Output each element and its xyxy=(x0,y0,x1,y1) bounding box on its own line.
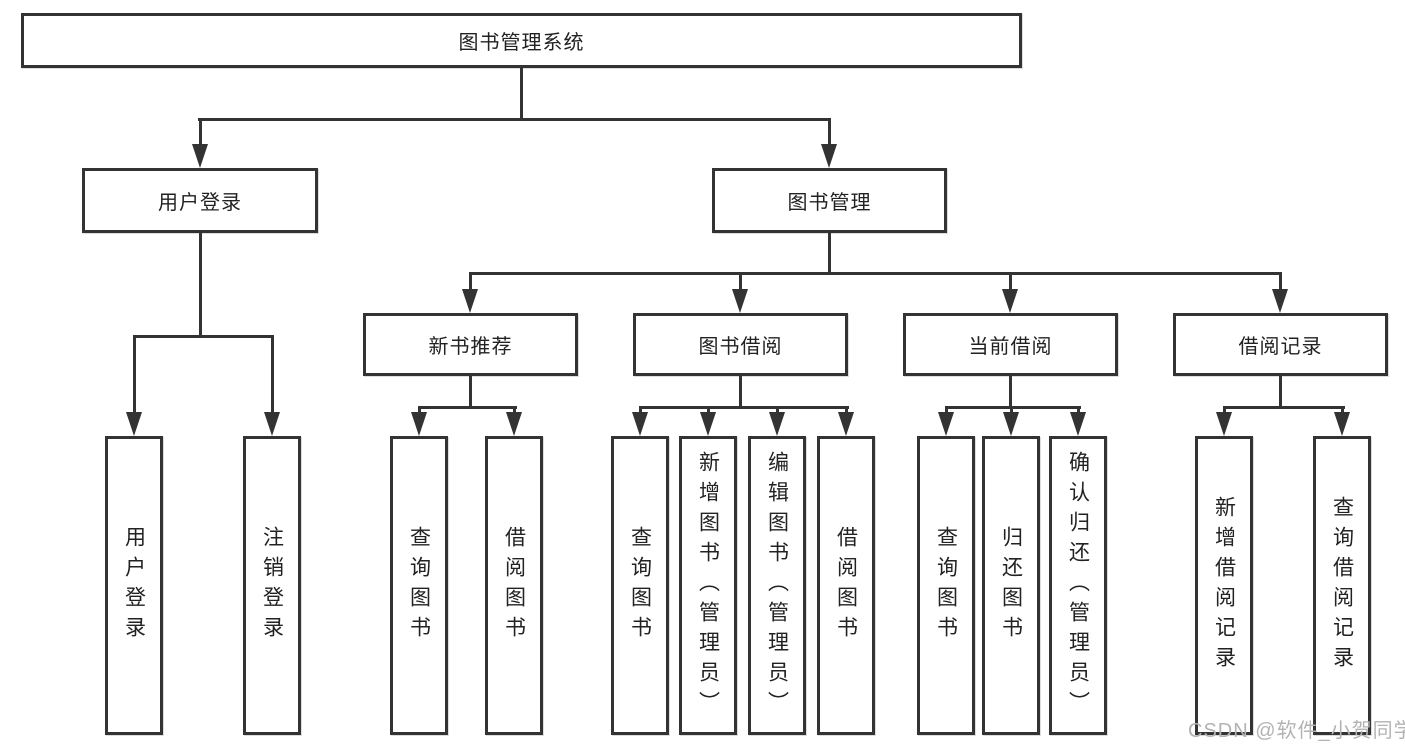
leaf-return-books-label: 归还图书 xyxy=(999,525,1023,646)
node-new-book-recommend-label: 新书推荐 xyxy=(428,336,513,358)
tree-line xyxy=(469,374,472,409)
node-current-borrow: 当前借阅 xyxy=(903,313,1118,376)
node-book-management: 图书管理 xyxy=(712,168,947,233)
leaf-query-books-current-label: 查询图书 xyxy=(934,525,958,646)
tree-line xyxy=(418,406,517,409)
tree-line xyxy=(1009,374,1012,409)
leaf-return-books: 归还图书 xyxy=(982,436,1040,735)
arrowhead-down-icon xyxy=(1334,412,1350,436)
leaf-query-books-current: 查询图书 xyxy=(917,436,975,735)
leaf-add-books-admin: 新增图书（管理员） xyxy=(679,436,737,735)
node-current-borrow-label: 当前借阅 xyxy=(968,336,1053,358)
tree-line xyxy=(639,406,849,409)
tree-line xyxy=(199,120,202,148)
node-root-label: 图书管理系统 xyxy=(458,32,585,54)
tree-line xyxy=(739,274,742,292)
csdn-watermark: CSDN @软件_小贺同学 xyxy=(1188,720,1405,742)
node-borrow-records-label: 借阅记录 xyxy=(1238,336,1323,358)
tree-line xyxy=(828,120,831,148)
arrowhead-down-icon xyxy=(938,412,954,436)
tree-line xyxy=(198,118,831,121)
arrowhead-down-icon xyxy=(1272,289,1288,313)
tree-line xyxy=(133,335,274,338)
arrowhead-down-icon xyxy=(732,289,748,313)
leaf-add-books-admin-label: 新增图书（管理员） xyxy=(696,450,720,721)
leaf-edit-books-admin-label: 编辑图书（管理员） xyxy=(765,450,789,721)
node-new-book-recommend: 新书推荐 xyxy=(363,313,578,376)
leaf-user-login-label: 用户登录 xyxy=(122,525,146,646)
arrowhead-down-icon xyxy=(1002,289,1018,313)
leaf-query-books-borrow-label: 查询图书 xyxy=(628,525,652,646)
leaf-borrow-books-label: 借阅图书 xyxy=(834,525,858,646)
node-borrow-records: 借阅记录 xyxy=(1173,313,1388,376)
tree-line xyxy=(271,337,274,415)
arrowhead-down-icon xyxy=(700,412,716,436)
tree-line xyxy=(1223,406,1345,409)
node-user-login: 用户登录 xyxy=(82,168,318,233)
arrowhead-down-icon xyxy=(632,412,648,436)
leaf-query-books-borrow: 查询图书 xyxy=(611,436,669,735)
tree-line xyxy=(1279,374,1282,409)
arrowhead-down-icon xyxy=(1216,412,1232,436)
arrowhead-down-icon xyxy=(821,144,837,168)
tree-line xyxy=(1009,274,1012,292)
leaf-user-login: 用户登录 xyxy=(105,436,163,735)
leaf-edit-books-admin: 编辑图书（管理员） xyxy=(748,436,806,735)
leaf-borrow-books: 借阅图书 xyxy=(817,436,875,735)
node-user-login-label: 用户登录 xyxy=(158,192,242,214)
leaf-borrow-books-recommend-label: 借阅图书 xyxy=(502,525,526,646)
leaf-query-borrow-record-label: 查询借阅记录 xyxy=(1330,495,1354,676)
node-book-borrow-label: 图书借阅 xyxy=(698,336,783,358)
node-book-management-label: 图书管理 xyxy=(787,192,872,214)
leaf-borrow-books-recommend: 借阅图书 xyxy=(485,436,543,735)
arrowhead-down-icon xyxy=(769,412,785,436)
arrowhead-down-icon xyxy=(1003,412,1019,436)
arrowhead-down-icon xyxy=(264,412,280,436)
node-book-borrow: 图书借阅 xyxy=(633,313,848,376)
arrowhead-down-icon xyxy=(411,412,427,436)
tree-line xyxy=(469,272,1282,275)
arrowhead-down-icon xyxy=(126,412,142,436)
arrowhead-down-icon xyxy=(838,412,854,436)
tree-line xyxy=(133,337,136,415)
leaf-confirm-return-admin-label: 确认归还（管理员） xyxy=(1066,450,1090,721)
arrowhead-down-icon xyxy=(192,144,208,168)
leaf-logout: 注销登录 xyxy=(243,436,301,735)
leaf-query-borrow-record: 查询借阅记录 xyxy=(1313,436,1371,735)
arrowhead-down-icon xyxy=(1070,412,1086,436)
arrowhead-down-icon xyxy=(462,289,478,313)
leaf-confirm-return-admin: 确认归还（管理员） xyxy=(1049,436,1107,735)
leaf-query-books-recommend-label: 查询图书 xyxy=(407,525,431,646)
tree-line xyxy=(828,231,831,274)
tree-line xyxy=(739,374,742,409)
tree-line xyxy=(1279,274,1282,292)
leaf-add-borrow-record: 新增借阅记录 xyxy=(1195,436,1253,735)
tree-line xyxy=(520,66,523,120)
tree-line xyxy=(945,406,1081,409)
leaf-logout-label: 注销登录 xyxy=(260,525,284,646)
node-root: 图书管理系统 xyxy=(21,13,1022,68)
leaf-add-borrow-record-label: 新增借阅记录 xyxy=(1212,495,1236,676)
tree-line xyxy=(199,231,202,337)
tree-line xyxy=(469,274,472,292)
leaf-query-books-recommend: 查询图书 xyxy=(390,436,448,735)
arrowhead-down-icon xyxy=(506,412,522,436)
